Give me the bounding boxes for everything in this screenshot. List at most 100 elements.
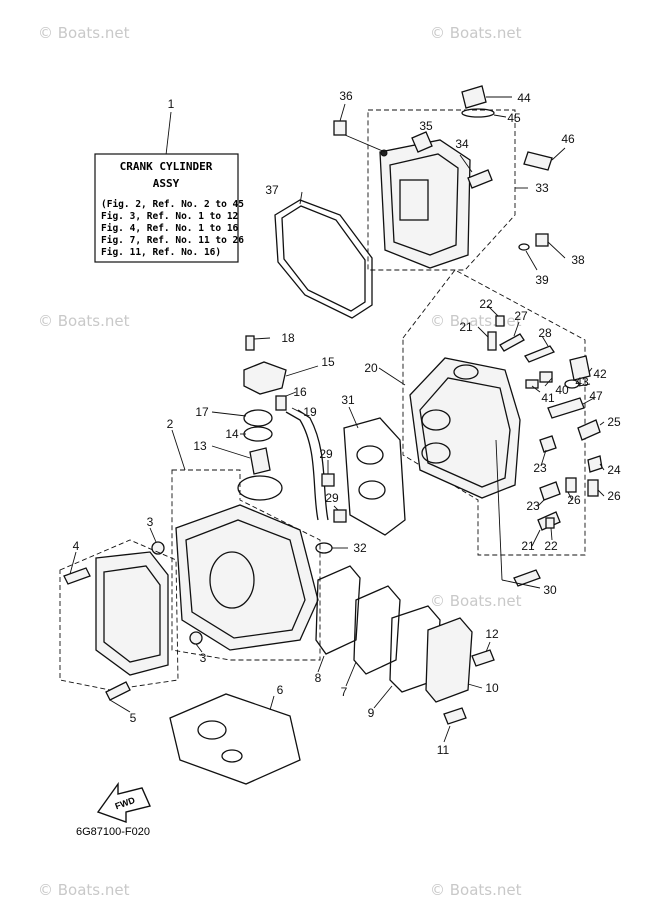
leader-24 xyxy=(599,463,605,471)
callout-number: 36 xyxy=(339,89,353,103)
leader-8 xyxy=(317,655,325,673)
leader-6 xyxy=(269,695,275,711)
reference-box-line: Fig. 11, Ref. No. 16) xyxy=(101,247,221,258)
dowel-3-lower xyxy=(189,631,203,645)
leader-10 xyxy=(467,683,483,689)
leader-30-path xyxy=(495,439,503,581)
callout-number: 21 xyxy=(521,539,535,553)
gasket-31-bore-2 xyxy=(358,480,386,500)
callout-number: 23 xyxy=(526,499,540,513)
fitting-29-lower xyxy=(333,509,347,523)
head-cover-bolt-hole xyxy=(380,149,388,157)
elbow-25 xyxy=(577,419,601,441)
leader-5 xyxy=(109,699,131,713)
reference-box-line: Fig. 4, Ref. No. 1 to 16 xyxy=(101,223,239,234)
head-cover-group xyxy=(274,85,566,319)
watermark-top-right: © Boats.net xyxy=(430,24,522,42)
gasket-6-port xyxy=(221,749,243,763)
leader-3-lower xyxy=(195,643,203,653)
gasket-17 xyxy=(243,409,273,427)
head-cover-inner xyxy=(389,153,459,256)
tee-24 xyxy=(587,455,603,473)
leader-38 xyxy=(547,241,566,259)
hose-19-b xyxy=(297,409,329,521)
bolt-5 xyxy=(105,681,131,701)
leader-47 xyxy=(582,397,595,405)
cap-26-right xyxy=(587,479,599,497)
drawing-code: 6G87100-F020 xyxy=(76,826,150,838)
callout-numbers: 1 2 3 3 4 5 6 7 8 9 10 11 12 13 14 15 16… xyxy=(73,89,621,757)
callout-number: 7 xyxy=(341,685,348,699)
leader-11 xyxy=(443,725,451,743)
part-34 xyxy=(467,169,493,189)
head-chamber-2 xyxy=(421,442,451,464)
callout-number: 6 xyxy=(277,683,284,697)
fitting-23-lower xyxy=(539,481,561,501)
breather-35 xyxy=(411,131,433,153)
callout-number: 23 xyxy=(533,461,547,475)
callout-number: 17 xyxy=(195,405,209,419)
leader-23-lower xyxy=(537,499,545,507)
leader-22-top xyxy=(487,305,499,317)
leader-13 xyxy=(211,445,251,459)
leader-45 xyxy=(493,114,507,118)
callout-number: 29 xyxy=(319,447,333,461)
reference-box-frame xyxy=(94,153,239,263)
leader-26-right xyxy=(597,489,605,497)
callout-number: 13 xyxy=(193,439,207,453)
callout-number: 26 xyxy=(567,493,581,507)
leader-16 xyxy=(285,391,297,397)
callout-number: 11 xyxy=(437,743,450,757)
callout-number: 42 xyxy=(593,367,607,381)
callout-number: 46 xyxy=(561,132,575,146)
leader-28 xyxy=(541,335,549,347)
callout-number: 4 xyxy=(73,539,80,553)
callout-number: 43 xyxy=(575,375,589,389)
callout-number: 10 xyxy=(485,681,499,695)
bolt-12 xyxy=(471,649,495,667)
leader-25 xyxy=(599,421,605,426)
callout-number: 24 xyxy=(607,463,621,477)
callout-number: 12 xyxy=(485,627,499,641)
cover-10 xyxy=(425,617,473,703)
watermark-bottom-right: © Boats.net xyxy=(430,881,522,899)
callout-number: 38 xyxy=(571,253,585,267)
leader-27 xyxy=(513,321,520,337)
leader-21-bottom xyxy=(531,529,541,547)
leader-19 xyxy=(291,407,303,414)
leader-42 xyxy=(588,367,593,373)
leader-12 xyxy=(485,641,491,653)
fwd-arrow-icon xyxy=(96,781,151,823)
callout-number: 33 xyxy=(535,181,549,195)
seal-14 xyxy=(243,426,273,442)
callout-number: 45 xyxy=(507,111,521,125)
gasket-31 xyxy=(343,417,406,536)
thermostat-13 xyxy=(249,447,271,475)
head-cover-rib xyxy=(399,179,429,221)
crankcase-cover-part xyxy=(95,551,169,676)
bolt-27 xyxy=(499,333,525,352)
callout-number: 29 xyxy=(325,491,339,505)
callout-number: 16 xyxy=(293,385,307,399)
callout-number: 9 xyxy=(368,706,375,720)
gasket-37-inner xyxy=(281,205,366,312)
leader-43 xyxy=(578,383,591,387)
head-thermostat-port xyxy=(453,364,479,380)
callout-number: 34 xyxy=(455,137,469,151)
crankcase-top-port xyxy=(237,475,283,501)
callout-number: 37 xyxy=(265,183,279,197)
callout-number: 1 xyxy=(168,97,175,111)
watermark-top-left: © Boats.net xyxy=(38,24,130,42)
washer-39 xyxy=(518,243,530,251)
callout-number: 20 xyxy=(364,361,378,375)
crankcase-cover-inner xyxy=(103,565,161,663)
leader-21-top xyxy=(477,326,489,338)
leader-3-upper xyxy=(149,527,157,543)
leader-46 xyxy=(551,147,566,161)
fitting-23-upper xyxy=(539,435,557,453)
leader-2 xyxy=(171,429,186,471)
gasket-6 xyxy=(169,693,301,785)
callout-number: 27 xyxy=(514,309,528,323)
gasket-6-bore xyxy=(197,720,227,740)
bolt-38 xyxy=(535,233,549,247)
